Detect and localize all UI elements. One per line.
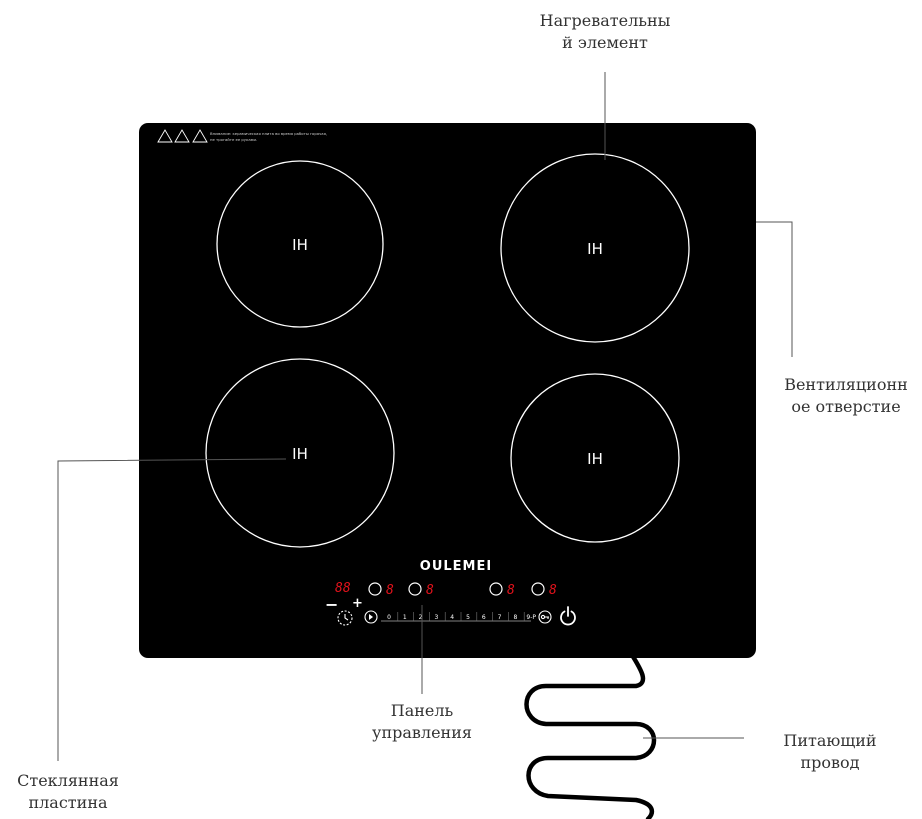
power-level-7[interactable]: 7: [498, 614, 502, 621]
power-cord-label: Питающий провод: [760, 730, 900, 774]
zone-select-icon[interactable]: [489, 582, 503, 596]
burner-ring-top-right: [500, 153, 690, 343]
power-cord-label-line-2: провод: [800, 753, 860, 772]
heating-element-label-line-1: Нагревательны: [539, 11, 671, 30]
minus-button[interactable]: −: [325, 595, 338, 614]
vent-label-line-2: ое отверстие: [791, 397, 901, 416]
power-icon[interactable]: [560, 606, 576, 626]
glass-plate-label-line-1: Стеклянная: [17, 771, 119, 790]
general-warning-icon: [192, 129, 208, 143]
timer-clock-icon[interactable]: [337, 610, 353, 626]
burner-ring-top-left: [216, 160, 384, 328]
brand-logo: OULEMEI: [420, 559, 492, 574]
heating-element-label: Нагревательны й элемент: [518, 10, 692, 54]
warning-icons: [157, 129, 208, 143]
zone-select-icon[interactable]: [531, 582, 545, 596]
burner-ring-bottom-right: [510, 373, 680, 543]
warning-text-line-2: не трогайте ее руками.: [210, 137, 257, 142]
power-slider-ticks: 0 1 2 3 4 5 6 7 8 9-P: [387, 612, 536, 621]
burner-label-bottom-left: IH: [292, 445, 308, 463]
vent-leader: [756, 221, 793, 357]
zone-display-3: 8: [507, 583, 515, 598]
power-level-8[interactable]: 8: [513, 614, 517, 621]
play-pause-icon[interactable]: [364, 610, 378, 624]
hot-surface-warning-icon: [157, 129, 173, 143]
burner-label-bottom-right: IH: [587, 450, 603, 468]
zone-display-2: 8: [426, 583, 434, 598]
power-cord-label-line-1: Питающий: [783, 731, 877, 750]
glass-plate-label: Стеклянная пластина: [0, 770, 136, 814]
power-level-1[interactable]: 1: [403, 614, 407, 621]
heating-element-label-line-2: й элемент: [562, 33, 648, 52]
control-panel-label-line-2: управления: [372, 723, 472, 742]
glass-plate-label-line-2: пластина: [28, 793, 108, 812]
control-panel: 88 8 8 8 8 − + 0 1 2 3 4 5 6 7 8 9-P: [325, 581, 576, 626]
zone-display-1: 8: [386, 583, 394, 598]
control-panel-label: Панель управления: [362, 700, 482, 744]
child-lock-warning-icon: [174, 129, 190, 143]
power-cord: [524, 652, 657, 819]
burner-ring-bottom-left: [205, 358, 395, 548]
zone-select-icon[interactable]: [368, 582, 382, 596]
power-level-4[interactable]: 4: [450, 614, 454, 621]
warning-text-line-1: Внимание: керамическая плита во время ра…: [210, 131, 327, 136]
zone-select-icon[interactable]: [408, 582, 422, 596]
burner-label-top-left: IH: [292, 236, 308, 254]
control-panel-label-line-1: Панель: [390, 701, 454, 720]
power-level-2[interactable]: 2: [419, 614, 423, 621]
vent-label-line-1: Вентиляционн: [784, 375, 908, 394]
glass-cooktop: [139, 123, 756, 658]
power-level-9-P[interactable]: 9-P: [526, 614, 536, 621]
glass-plate-leader: [57, 458, 287, 761]
child-lock-icon[interactable]: [538, 610, 552, 624]
power-level-5[interactable]: 5: [466, 614, 470, 621]
zone-display-4: 8: [549, 583, 557, 598]
vent-label: Вентиляционн ое отверстие: [770, 374, 922, 418]
power-level-6[interactable]: 6: [482, 614, 486, 621]
power-level-0[interactable]: 0: [387, 614, 391, 621]
timer-display: 88: [335, 581, 351, 596]
plus-button[interactable]: +: [352, 596, 363, 611]
leader-lines: [57, 72, 793, 761]
burner-label-top-right: IH: [587, 240, 603, 258]
power-level-3[interactable]: 3: [434, 614, 438, 621]
